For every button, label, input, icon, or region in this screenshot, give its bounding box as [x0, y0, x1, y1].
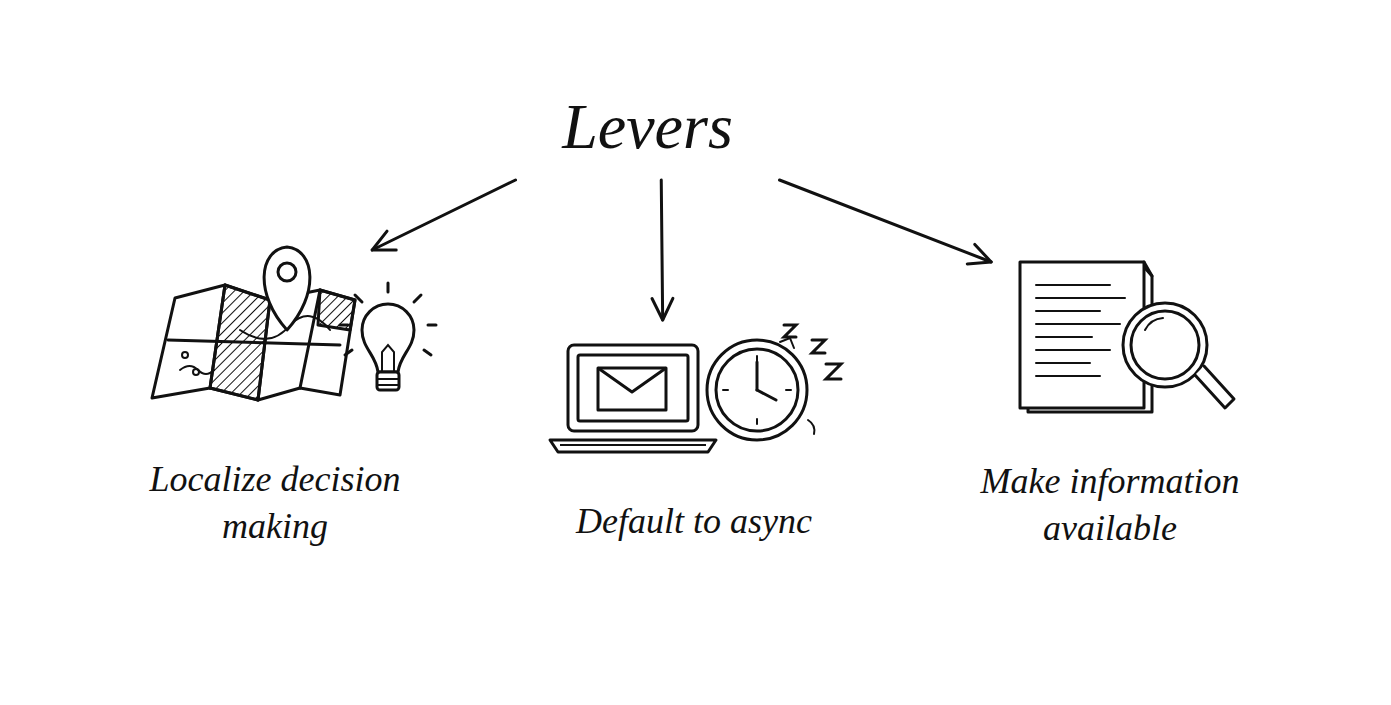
lever-label: Default to async	[524, 498, 864, 545]
heading-text: Levers	[562, 92, 733, 162]
map-icon	[152, 247, 355, 400]
lever-item: Localize decision making	[95, 250, 455, 550]
lever-label: Localize decision making	[105, 456, 445, 550]
arrow-connector	[652, 180, 673, 320]
lever-item: Default to async	[520, 320, 868, 545]
heading-node: Levers	[510, 75, 785, 180]
document-icon	[1020, 262, 1234, 412]
alarm-clock-icon	[707, 325, 841, 440]
arrow-connector	[780, 180, 992, 264]
lightbulb-icon	[340, 283, 436, 390]
laptop-icon	[550, 345, 716, 452]
lever-item: Make information available	[930, 262, 1290, 552]
arrow-connector	[372, 180, 515, 250]
lever-label: Make information available	[940, 458, 1280, 552]
